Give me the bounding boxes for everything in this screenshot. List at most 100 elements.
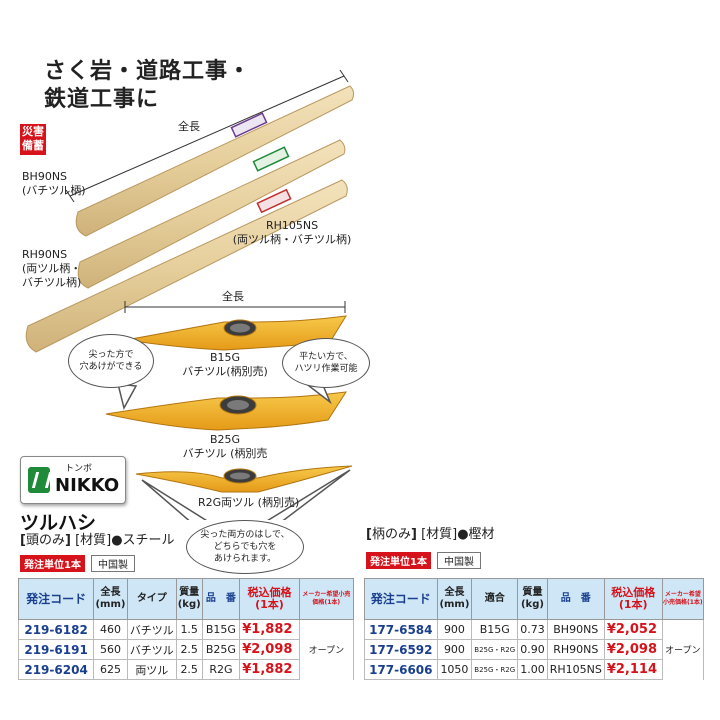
row-code: 177-6606: [364, 659, 438, 680]
right-spec-material: ●樫材: [457, 527, 495, 542]
handle-length-dimension: [65, 69, 349, 203]
col-price: 税込価格(1本): [603, 578, 663, 620]
row-model: R2G: [201, 659, 241, 680]
row-type: 両ツル: [126, 659, 177, 680]
callout-both-ends: 尖った両方のはしで、 どちらでも穴を あけられます。: [186, 520, 304, 574]
row-code: 177-6592: [364, 639, 438, 660]
table-row: 177-6592 900 B25G・R2G 0.90 RH90NS ¥2,098: [364, 639, 704, 660]
row-fit: B15G: [471, 619, 519, 640]
col-maker-price: メーカー希望小売価格(1本): [661, 578, 705, 620]
left-order-unit-badge: 発注単位1本: [20, 555, 85, 572]
row-code: 219-6191: [17, 639, 95, 660]
row-maker-price: オープン: [298, 619, 355, 680]
row-length: 900: [436, 619, 473, 640]
row-code: 219-6182: [17, 619, 95, 640]
col-length: 全長(mm): [93, 578, 128, 620]
col-type: タイプ: [126, 578, 177, 620]
row-weight: 1.5: [175, 619, 203, 640]
handle-length-label: 全長: [178, 120, 200, 133]
label-b25g: B25G バチツル (柄別売: [170, 433, 280, 461]
left-spec-material-label: [材質]: [75, 533, 112, 548]
col-price-label: 税込価格: [247, 586, 292, 599]
label-rh90ns-model: RH90NS: [22, 248, 68, 261]
label-b15g-model: B15G: [209, 351, 241, 364]
head-length-label: 全長: [222, 290, 244, 303]
headline: さく岩・道路工事・ 鉄道工事に: [44, 58, 251, 114]
col-length-label: 全長: [444, 587, 465, 598]
handle-rh90ns: [77, 139, 346, 289]
row-maker-price: オープン: [661, 619, 705, 680]
head-table-header: 発注コード 全長(mm) タイプ 質量(kg) 品 番 税込価格(1本) メーカ…: [17, 578, 355, 620]
disaster-stockpile-badge: 災害 備蓄: [20, 124, 46, 155]
table-row: 177-6584 900 B15G 0.73 BH90NS ¥2,052 オープ…: [364, 619, 705, 680]
row-model: RH105NS: [546, 659, 605, 680]
headline-line-1: さく岩・道路工事・: [44, 59, 252, 84]
callout-both-line-3: あけられます。: [213, 554, 277, 564]
nikko-logo: トンボ NIKKO: [20, 456, 126, 504]
row-price: ¥2,098: [239, 639, 300, 660]
row-length: 460: [93, 619, 128, 640]
handle-price-table: 発注コード 全長(mm) 適合 質量(kg) 品 番 税込価格(1本) メーカー…: [364, 578, 705, 680]
label-bh90ns-desc: (バチツル柄): [22, 184, 86, 197]
head-price-table: 発注コード 全長(mm) タイプ 質量(kg) 品 番 税込価格(1本) メーカ…: [17, 578, 355, 680]
label-bh90ns-model: BH90NS: [22, 170, 68, 183]
left-spec-line: [頭のみ] [材質]●スチール: [20, 533, 175, 548]
head-b15g: [125, 315, 347, 351]
callout-flat-end: 平たい方で、 ハツリ作業可能: [282, 338, 370, 388]
row-code: 177-6584: [364, 619, 438, 640]
col-model: 品 番: [201, 578, 241, 620]
row-price: ¥1,882: [239, 659, 300, 680]
label-rh105ns-desc: (両ツル柄・バチツル柄): [232, 233, 352, 246]
right-order-info: 発注単位1本 中国製: [366, 552, 481, 569]
callout-both-line-2: どちらでも穴を: [213, 542, 277, 552]
col-maker-price: メーカー希望小売価格(1本): [298, 578, 355, 620]
row-weight: 0.73: [517, 619, 548, 640]
product-illustration: [25, 69, 355, 520]
label-r2g: R2G両ツル (柄別売): [198, 496, 300, 509]
label-rh90ns-desc2: バチツル柄): [22, 276, 82, 289]
row-weight: 2.5: [175, 659, 203, 680]
right-spec-material-label: [材質]: [421, 527, 458, 542]
row-model: RH90NS: [546, 639, 605, 660]
callout-flat-line-1: 平たい方で、: [299, 352, 353, 362]
col-weight-unit: (kg): [177, 599, 201, 610]
right-order-unit-badge: 発注単位1本: [366, 552, 431, 569]
row-weight: 1.00: [517, 659, 548, 680]
callout-both-line-1: 尖った両方のはしで、: [200, 530, 290, 540]
label-rh105ns: RH105NS (両ツル柄・バチツル柄): [222, 219, 362, 247]
row-type: バチツル: [126, 619, 177, 640]
label-rh105ns-model: RH105NS: [265, 219, 319, 232]
label-b25g-desc: バチツル (柄別売: [182, 447, 268, 460]
col-price-unit: (1本): [618, 598, 648, 611]
row-code: 219-6204: [17, 659, 95, 680]
handle-rh105ns: [25, 179, 348, 353]
left-spec-bracket: 頭のみ: [25, 533, 65, 548]
col-price-unit: (1本): [255, 598, 284, 611]
callout-pointed-line-2: 穴あけができる: [79, 362, 143, 372]
col-weight-label: 質量: [522, 587, 543, 598]
badge-line-1: 災害: [22, 125, 44, 138]
col-weight: 質量(kg): [175, 578, 203, 620]
table-row: 177-6606 1050 B25G・R2G 1.00 RH105NS ¥2,1…: [364, 659, 704, 680]
handle-bh90ns: [75, 85, 355, 237]
head-b25g: [105, 391, 348, 431]
row-fit: B25G・R2G: [471, 639, 519, 660]
row-fit: B25G・R2G: [471, 659, 519, 680]
callout-pointed-end: 尖った方で 穴あけができる: [68, 334, 154, 388]
row-price: ¥2,098: [603, 639, 663, 660]
row-length: 900: [436, 639, 473, 660]
table-row: 219-6182 460 バチツル 1.5 B15G ¥1,882 オープン: [17, 619, 355, 680]
label-bh90ns: BH90NS (バチツル柄): [22, 170, 86, 198]
col-fit: 適合: [471, 578, 519, 620]
row-weight: 2.5: [175, 639, 203, 660]
row-price: ¥1,882: [239, 619, 300, 640]
row-model: BH90NS: [546, 619, 605, 640]
left-order-info: 発注単位1本 中国製: [20, 555, 135, 572]
brand-sub: トンボ: [65, 464, 93, 474]
col-length-unit: (mm): [439, 599, 470, 610]
label-rh90ns-desc1: (両ツル柄・: [22, 262, 82, 275]
row-price: ¥2,052: [603, 619, 663, 640]
left-spec-material: ●スチール: [111, 533, 175, 548]
dragonfly-icon: [28, 467, 50, 493]
product-name: ツルハシ: [20, 512, 97, 534]
